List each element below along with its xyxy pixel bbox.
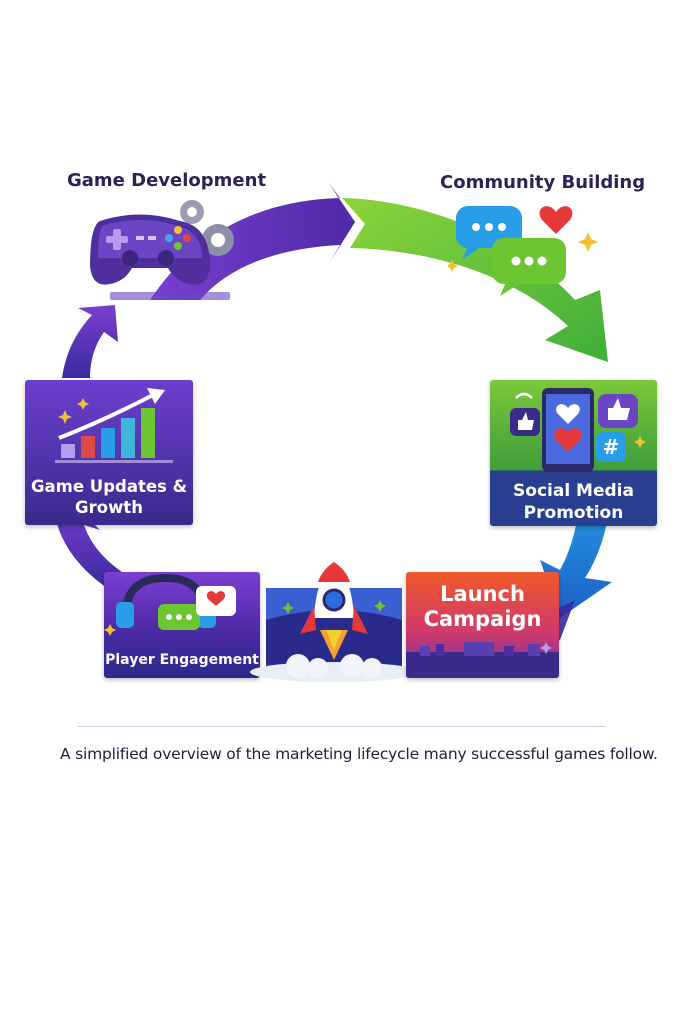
svg-text:#: # [603, 435, 620, 459]
label-community-building: Community Building [440, 172, 646, 193]
card-social-media: # Social Media Promotion [490, 380, 657, 526]
divider [78, 726, 606, 727]
arrow-left-top [62, 305, 118, 378]
arrow-top-green [342, 198, 608, 362]
rocket-icon [250, 562, 418, 682]
card-game-updates-line1: Game Updates & [31, 477, 187, 496]
card-launch-line1: Launch [440, 582, 525, 606]
card-social-media-line1: Social Media [513, 481, 634, 501]
gamepad-icon [90, 200, 234, 300]
chat-bubbles-icon [448, 206, 598, 296]
heart-icon [539, 206, 573, 234]
card-player-engagement-label: Player Engagement [105, 652, 259, 668]
pixel-crowd-icon [406, 642, 559, 678]
card-game-updates-line2: Growth [75, 498, 143, 517]
caption: A simplified overview of the marketing l… [60, 745, 658, 763]
growth-chart-icon [55, 388, 173, 463]
card-game-updates: Game Updates & Growth [25, 380, 193, 525]
card-player-engagement: Player Engagement [104, 572, 260, 678]
card-launch-campaign: Launch Campaign [406, 572, 559, 678]
card-launch-line2: Campaign [423, 607, 542, 631]
label-game-development: Game Development [67, 170, 267, 191]
headset-icon [104, 573, 236, 636]
smartphone-icon: # [510, 388, 646, 472]
card-social-media-line2: Promotion [523, 503, 624, 523]
